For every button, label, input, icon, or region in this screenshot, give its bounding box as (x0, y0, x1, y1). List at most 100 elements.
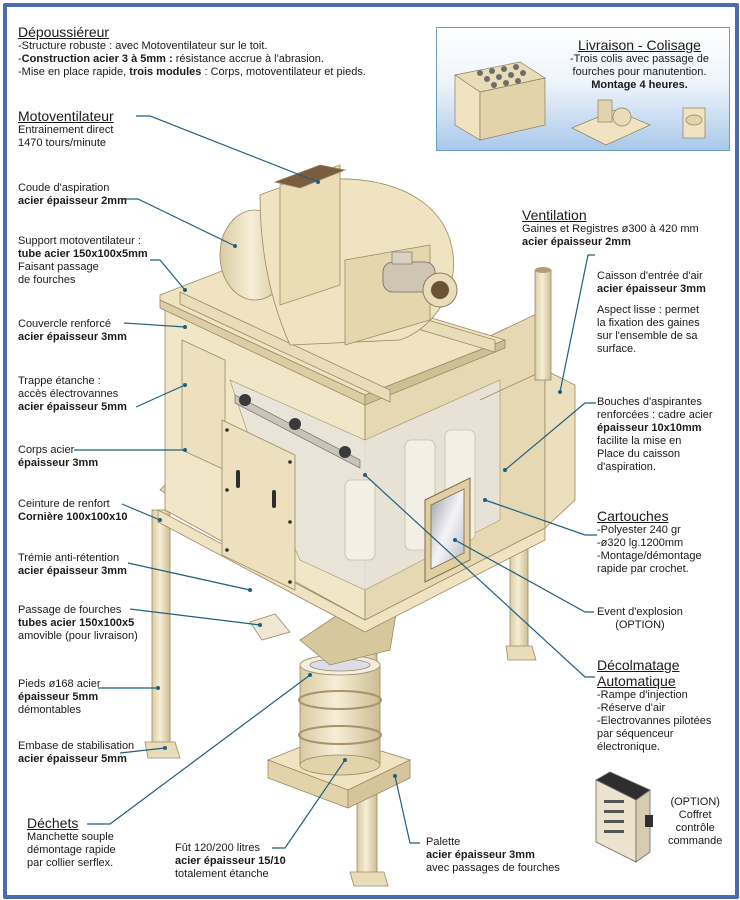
corps-line-1: Corps acier (18, 444, 75, 456)
pieds-line-2: démontables (18, 704, 81, 716)
cartouches-line-3: -Montage/démontage (597, 550, 702, 562)
leg-front-left (151, 509, 171, 749)
palette-line-1: Palette (426, 836, 461, 848)
decolmatage-line-3: -Electrovannes pilotées (597, 715, 712, 727)
bouches-line-5: d'aspiration. (597, 461, 656, 473)
trappe-bold: acier épaisseur 5mm (18, 401, 127, 413)
support-bold: tube acier 150x100x5mm (18, 248, 148, 260)
embase-bold: acier épaisseur 5mm (18, 753, 127, 765)
couvercle-line-1: Couvercle renforcé (18, 318, 111, 330)
inlet-duct (534, 269, 552, 381)
leader-arrowheads (156, 180, 562, 778)
label-support: Support motoventilateur : tube acier 150… (18, 235, 148, 287)
coffret-line-3: contrôle (675, 822, 715, 834)
label-corps: Corps acier épaisseur 3mm (18, 444, 98, 470)
ventilation-bold: acier épaisseur 2mm (522, 236, 631, 248)
bouches-bold: épaisseur 10x10mm (597, 422, 702, 434)
label-embase: Embase de stabilisation acier épaisseur … (18, 740, 134, 766)
coffret-line-2: Coffret (678, 809, 712, 821)
motoventilateur-title: Motoventilateur (18, 108, 114, 124)
ceinture-bold: Cornière 100x100x10 (18, 511, 128, 523)
dechets-line-1: Manchette souple (27, 831, 114, 843)
coude-line-1: Coude d'aspiration (18, 182, 110, 194)
fut-bold: acier épaisseur 15/10 (175, 855, 286, 867)
bouches-line-2: renforcées : cadre acier (597, 409, 713, 421)
title-line-3-prefix: -Mise en place rapide, (18, 66, 130, 78)
ventilation-title: Ventilation (522, 207, 587, 223)
label-dechets: Déchets Manchette souple démontage rapid… (27, 815, 116, 870)
fut-line-1: Fût 120/200 litres (175, 842, 260, 854)
dechets-line-2: démontage rapide (27, 844, 116, 856)
bouches-line-1: Bouches d'aspirantes (597, 396, 702, 408)
support-line-3: de fourches (18, 274, 76, 286)
palette-bold: acier épaisseur 3mm (426, 849, 535, 861)
leader-lines (74, 115, 597, 849)
label-cartouches: Cartouches -Polyester 240 gr -ø320 lg.12… (597, 508, 702, 576)
ventilation-line-1: Gaines et Registres ø300 à 420 mm (522, 223, 699, 235)
embase-line-1: Embase de stabilisation (18, 740, 135, 752)
bouches-line-3: facilite la mise en (597, 435, 682, 447)
trappe-line-1: Trappe étanche : (18, 375, 101, 387)
cartouches-line-1: -Polyester 240 gr (597, 524, 681, 536)
livraison-line-1: -Trois colis avec passage de (570, 53, 709, 65)
motoventilateur-line-2: 1470 tours/minute (18, 137, 107, 149)
caisson-line-4: sur l'ensemble de sa (597, 330, 698, 342)
label-palette: Palette acier épaisseur 3mm avec passage… (426, 836, 560, 875)
label-trappe: Trappe étanche : accès électrovannes aci… (18, 375, 127, 414)
caisson-line-3: la fixation des gaines (597, 317, 700, 329)
cartouches-line-4: rapide par crochet. (597, 563, 689, 575)
passage-line-1: Passage de fourches (18, 604, 122, 616)
fut-line-2: totalement étanche (175, 868, 269, 880)
caisson-line-1: Caisson d'entrée d'air (597, 270, 703, 282)
label-motoventilateur: Motoventilateur Entrainement direct 1470… (18, 108, 114, 150)
pieds-line-1: Pieds ø168 acier (18, 678, 101, 690)
livraison-text: Livraison - Colisage -Trois colis avec p… (570, 37, 709, 92)
livraison-illustration (454, 61, 706, 146)
dechets-title: Déchets (27, 815, 79, 831)
page-frame (3, 3, 739, 899)
title-line-2-rest: résistance accrue à l'abrasion. (172, 53, 324, 65)
corps-bold: épaisseur 3mm (18, 457, 99, 469)
title-line-2-prefix: - (18, 53, 22, 65)
passage-bold: tubes acier 150x100x5 (18, 617, 135, 629)
coffret-line-4: commande (668, 835, 723, 847)
label-pieds: Pieds ø168 acier épaisseur 5mm démontabl… (18, 678, 101, 717)
title-line-2-bold: Construction acier 3 à 5mm : (21, 53, 173, 65)
trap-door (221, 419, 296, 591)
coffret-line-1: (OPTION) (670, 796, 720, 808)
title-line-1: -Structure robuste : avec Motoventilateu… (18, 40, 268, 52)
label-passage: Passage de fourches tubes acier 150x100x… (18, 604, 138, 643)
livraison-line-3: Montage 4 heures. (591, 79, 688, 91)
label-bouches: Bouches d'aspirantes renforcées : cadre … (597, 396, 713, 474)
fan-support-tube (179, 291, 391, 403)
label-tremie: Trémie anti-rétention acier épaisseur 3m… (18, 552, 127, 578)
caisson-line-2: Aspect lisse : permet (597, 304, 700, 316)
cartouches-line-2: -ø320 lg.1200mm (597, 537, 684, 549)
label-coffret: (OPTION) Coffret contrôle commande (668, 796, 722, 848)
support-line-1: Support motoventilateur : (18, 235, 141, 247)
event-line-2: (OPTION) (615, 619, 665, 631)
decolmatage-line-5: électronique. (597, 741, 660, 753)
label-couvercle: Couvercle renforcé acier épaisseur 3mm (18, 318, 127, 344)
label-decolmatage: Décolmatage Automatique -Rampe d'injecti… (597, 657, 711, 754)
coude-bold: acier épaisseur 2mm (18, 195, 127, 207)
livraison-title: Livraison - Colisage (578, 37, 701, 53)
decolmatage-line-2: -Réserve d'air (597, 702, 666, 714)
pieds-bold: épaisseur 5mm (18, 691, 99, 703)
caisson-bold: acier épaisseur 3mm (597, 283, 706, 295)
trap-door-upper (181, 339, 226, 471)
decolmatage-line-4: par séquenceur (597, 728, 674, 740)
label-ventilation: Ventilation Gaines et Registres ø300 à 4… (522, 207, 699, 249)
title-block: Dépoussiéreur -Structure robuste : avec … (18, 24, 366, 79)
label-ceinture: Ceinture de renfort Cornière 100x100x10 (18, 498, 127, 524)
palette-line-2: avec passages de fourches (426, 862, 560, 874)
label-caisson: Caisson d'entrée d'air acier épaisseur 3… (597, 270, 706, 356)
couvercle-bold: acier épaisseur 3mm (18, 331, 127, 343)
motoventilateur-line-1: Entrainement direct (18, 124, 114, 136)
decolmatage-title-1: Décolmatage (597, 657, 680, 673)
label-event: Event d'explosion (OPTION) (597, 606, 683, 632)
event-line-1: Event d'explosion (597, 606, 683, 618)
bouches-line-4: Place du caisson (597, 448, 681, 460)
title-line-2: -Construction acier 3 à 5mm : résistance… (18, 53, 366, 66)
